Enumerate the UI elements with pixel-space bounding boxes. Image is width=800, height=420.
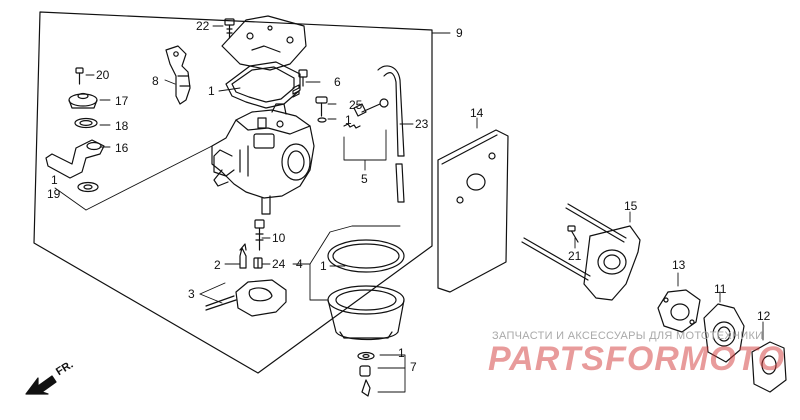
part-16-choke-lever <box>45 139 105 179</box>
callout-10: 10 <box>272 231 286 245</box>
callout-6: 6 <box>334 75 341 89</box>
watermark-logo-moto: MOTO <box>679 340 786 378</box>
part-8-bracket <box>165 45 191 105</box>
callout-3: 3 <box>188 287 195 301</box>
callout-2: 2 <box>214 258 221 272</box>
callout-13: 13 <box>672 258 686 272</box>
callout-1a: 1 <box>208 84 215 98</box>
callout-17: 17 <box>115 94 129 108</box>
callout-1e: 1 <box>398 346 405 360</box>
callout-19: 19 <box>47 187 61 201</box>
part-22-screw <box>224 18 235 39</box>
part-19-washer <box>77 181 99 193</box>
callout-4: 4 <box>296 257 303 271</box>
part-21-screw <box>567 225 579 243</box>
part-10-main-jet <box>254 219 265 251</box>
gasket-loop <box>225 61 301 109</box>
part-17-choke-cap <box>68 92 98 109</box>
part-25-screw <box>315 96 328 123</box>
callout-18: 18 <box>115 119 129 133</box>
part-18-seal <box>74 117 98 129</box>
callout-9: 9 <box>456 26 463 40</box>
callout-1c: 1 <box>51 173 58 187</box>
callout-12: 12 <box>757 309 771 323</box>
callout-11: 11 <box>714 282 727 296</box>
part-24-jet <box>253 257 263 269</box>
part-2-float-valve <box>239 243 247 269</box>
leader-lines <box>54 25 764 393</box>
callout-20: 20 <box>96 68 110 82</box>
front-direction-arrow-icon <box>25 375 57 395</box>
callout-1d: 1 <box>320 259 327 273</box>
watermark-logo: PARTSFORMOTO <box>488 340 785 379</box>
part-4-float-bowl <box>327 239 405 341</box>
callout-21: 21 <box>568 249 582 263</box>
part-13-gasket <box>657 289 701 333</box>
callout-16: 16 <box>115 141 129 155</box>
part-23-fuel-tube <box>377 65 405 203</box>
carburetor-body <box>211 103 315 215</box>
callout-23: 23 <box>415 117 429 131</box>
watermark-logo-parts: PARTS <box>488 340 606 378</box>
callout-24: 24 <box>272 257 286 271</box>
callout-25: 25 <box>349 98 363 112</box>
callout-8: 8 <box>152 74 159 88</box>
callout-22: 22 <box>196 19 210 33</box>
pilot-screw-assembly <box>343 98 389 129</box>
watermark-logo-for: FOR <box>605 340 680 378</box>
callout-7: 7 <box>410 360 417 374</box>
part-11-spacer <box>703 303 745 363</box>
part-7-drain-screw <box>357 351 375 397</box>
top-cover-plate <box>221 15 307 71</box>
part-12-gasket <box>751 341 787 393</box>
callout-15: 15 <box>624 199 638 213</box>
part-15-intake-manifold <box>521 203 641 301</box>
part-20-bolt <box>75 67 84 85</box>
watermark-tagline: ЗАПЧАСТИ И АКСЕССУАРЫ ДЛЯ МОТОТЕХНИКИ <box>492 330 764 342</box>
callout-5: 5 <box>361 172 368 186</box>
callout-1b: 1 <box>345 113 352 127</box>
part-3-float <box>205 279 287 317</box>
assembly-frame <box>33 11 433 374</box>
part-6-jets <box>292 69 308 98</box>
part-14-insulator-plate <box>437 129 509 293</box>
callout-14: 14 <box>470 106 484 120</box>
